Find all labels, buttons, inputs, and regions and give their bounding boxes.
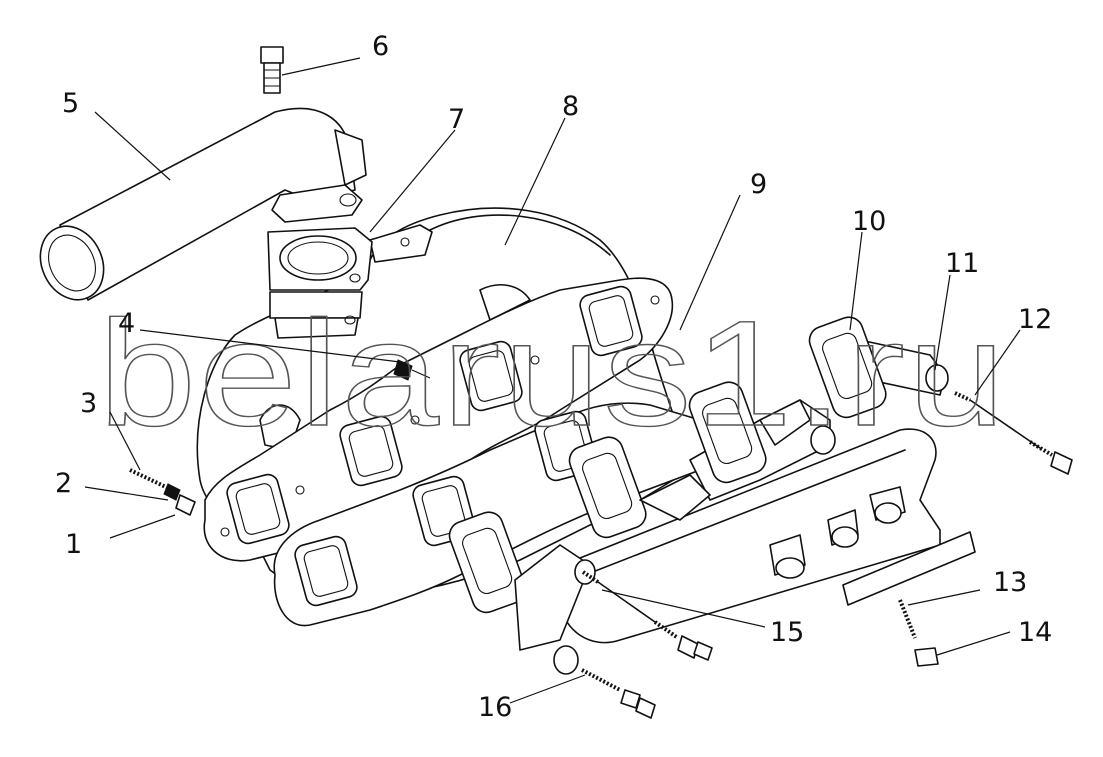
callout-9: 9 bbox=[750, 169, 767, 200]
callout-4: 4 bbox=[118, 308, 135, 339]
leader-lines bbox=[84, 57, 1021, 704]
callout-14: 14 bbox=[1018, 617, 1052, 648]
flange-bolt bbox=[260, 46, 284, 94]
watermark-text: belarus1.ru bbox=[98, 289, 1008, 457]
adapter-flange bbox=[267, 227, 373, 339]
callout-12: 12 bbox=[1018, 304, 1052, 335]
callout-11: 11 bbox=[945, 248, 979, 279]
exhaust-manifold bbox=[448, 316, 976, 675]
callout-16: 16 bbox=[478, 692, 512, 723]
callout-13: 13 bbox=[993, 567, 1027, 598]
callout-3: 3 bbox=[80, 388, 97, 419]
callout-15: 15 bbox=[770, 617, 804, 648]
callout-6: 6 bbox=[372, 31, 389, 62]
callout-10: 10 bbox=[852, 206, 886, 237]
intake-pipe-elbow bbox=[39, 107, 367, 301]
callout-8: 8 bbox=[562, 91, 579, 122]
callout-7: 7 bbox=[448, 104, 465, 135]
callout-1: 1 bbox=[65, 529, 82, 560]
callout-5: 5 bbox=[62, 88, 79, 119]
fasteners bbox=[129, 359, 1073, 719]
callout-labels: 1 2 3 4 5 6 7 8 9 10 11 12 13 14 15 16 bbox=[55, 31, 1052, 723]
callout-2: 2 bbox=[55, 468, 72, 499]
